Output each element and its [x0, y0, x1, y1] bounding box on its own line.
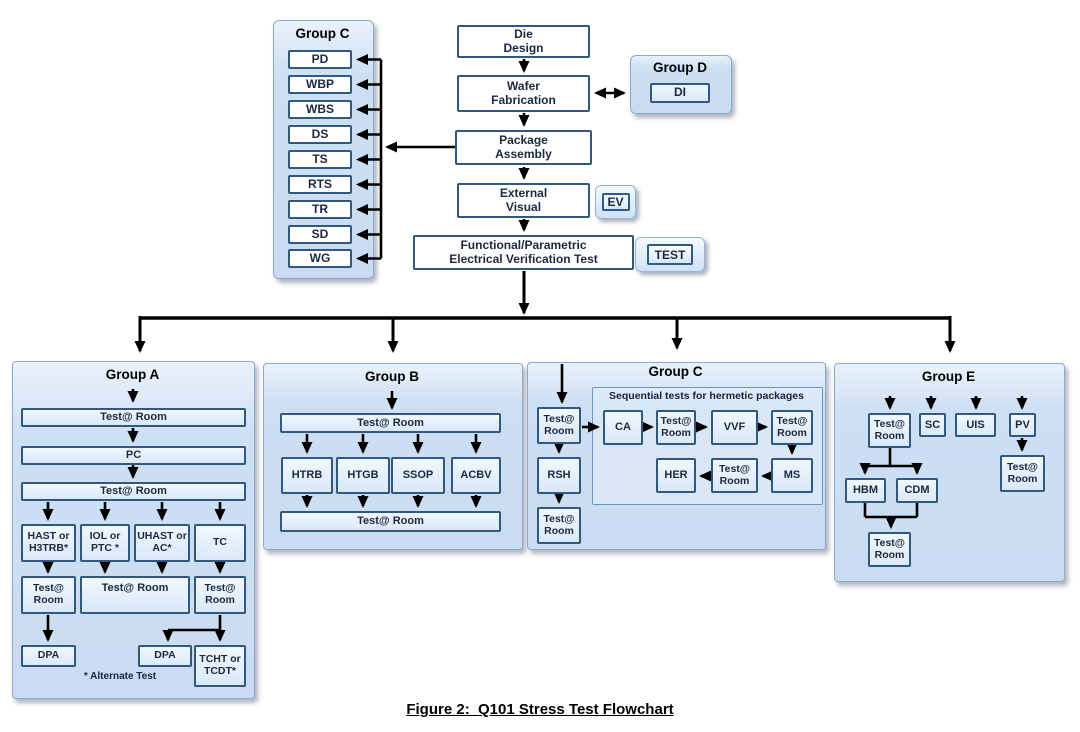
node-wbp: WBP: [288, 75, 352, 94]
node-e-cdm: CDM: [896, 478, 938, 503]
ev-tag-label: EV: [601, 193, 630, 211]
sequential-tests-label: Sequential tests for hermetic packages: [609, 390, 804, 402]
node-a-tc: TC: [194, 524, 246, 562]
node-a-dpa-mid: DPA: [138, 645, 192, 667]
node-rts: RTS: [288, 175, 352, 194]
group-d-title: Group D: [653, 60, 707, 75]
node-c-rsh: RSH: [537, 457, 581, 494]
node-c-vvf: VVF: [711, 410, 758, 445]
node-a-uhast: UHAST or AC*: [134, 524, 190, 562]
figure-caption: Figure 2: Q101 Stress Test Flowchart: [406, 701, 674, 718]
node-c-ca: CA: [603, 410, 643, 445]
node-b-test-room-bottom: Test@ Room: [280, 511, 501, 532]
test-tag-label: TEST: [647, 244, 693, 265]
node-sd: SD: [288, 225, 352, 244]
node-a-tcht: TCHT or TCDT*: [194, 645, 246, 687]
node-a-test-room-right: Test@ Room: [194, 576, 246, 614]
node-b-test-room-top: Test@ Room: [280, 413, 501, 433]
node-a-dpa-left: DPA: [21, 645, 76, 667]
node-c-test-room-2: Test@ Room: [656, 410, 696, 445]
node-a-test-room-1: Test@ Room: [21, 408, 246, 427]
node-e-test-room-bottom: Test@ Room: [868, 532, 911, 567]
node-e-sc: SC: [919, 413, 946, 437]
node-a-pc: PC: [21, 446, 246, 465]
node-b-htgb: HTGB: [336, 457, 390, 494]
node-wbs: WBS: [288, 100, 352, 119]
node-electrical-test: Functional/Parametric Electrical Verific…: [413, 235, 634, 270]
node-wafer-fabrication: Wafer Fabrication: [457, 75, 590, 112]
node-a-hast: HAST or H3TRB*: [21, 524, 76, 562]
node-pd: PD: [288, 50, 352, 69]
node-die-design: Die Design: [457, 25, 590, 58]
node-c-test-room-3: Test@ Room: [771, 410, 813, 445]
node-ds: DS: [288, 125, 352, 144]
node-wg: WG: [288, 249, 352, 268]
node-a-test-room-2: Test@ Room: [21, 482, 246, 501]
node-e-test-room-pv: Test@ Room: [1000, 455, 1045, 492]
group-c-bottom-title: Group C: [648, 364, 703, 379]
node-tr: TR: [288, 200, 352, 219]
node-b-htrb: HTRB: [281, 457, 333, 494]
node-b-ssop: SSOP: [391, 457, 445, 494]
node-external-visual: External Visual: [457, 183, 590, 218]
node-di: DI: [650, 83, 710, 103]
node-c-test-room-bottom: Test@ Room: [537, 507, 581, 544]
node-a-iol: IOL or PTC *: [80, 524, 130, 562]
node-b-acbv: ACBV: [451, 457, 501, 494]
node-ts: TS: [288, 150, 352, 169]
node-a-test-room-mid: Test@ Room: [80, 576, 190, 614]
node-c-ms: MS: [771, 458, 813, 493]
node-e-uis: UIS: [955, 413, 996, 437]
node-c-test-room-1: Test@ Room: [537, 407, 581, 444]
node-e-test-room-top: Test@ Room: [868, 413, 911, 448]
node-e-pv: PV: [1009, 413, 1036, 437]
group-a-title: Group A: [105, 367, 160, 382]
ev-tag: EV: [595, 185, 636, 219]
node-a-test-room-left: Test@ Room: [21, 576, 76, 614]
group-b-title: Group B: [365, 369, 419, 384]
node-package-assembly: Package Assembly: [455, 130, 592, 165]
group-c-top-title: Group C: [295, 26, 350, 41]
group-e-title: Group E: [921, 369, 976, 384]
alternate-test-note: * Alternate Test: [83, 671, 157, 682]
test-tag: TEST: [635, 237, 705, 272]
node-c-test-room-4: Test@ Room: [711, 458, 758, 493]
node-c-her: HER: [656, 458, 696, 493]
node-e-hbm: HBM: [845, 478, 886, 503]
